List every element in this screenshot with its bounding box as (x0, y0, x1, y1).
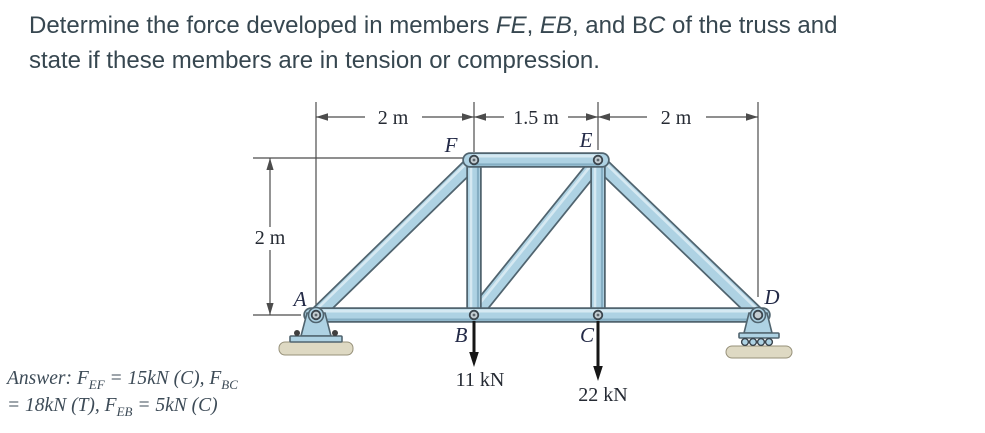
member-top-chord-fe (462, 152, 610, 168)
truss-members (303, 152, 771, 323)
dim-arrow-icon (746, 113, 758, 121)
load-at-c: 22 kN (578, 321, 628, 406)
dim-label-top-left: 2 m (378, 107, 409, 129)
joint-label-d: D (763, 285, 779, 309)
answer-subscript: EF (88, 376, 105, 392)
roller-icon (748, 337, 758, 347)
down-arrow-icon (469, 352, 479, 367)
answer-subscript: BC (221, 376, 238, 392)
load-label-b: 11 kN (456, 369, 505, 391)
q-text-4: of the truss and (665, 12, 838, 39)
dim-label-height: 2 m (255, 227, 286, 249)
ground-pad (278, 341, 354, 356)
member-name-c: C (648, 12, 666, 39)
member-be (466, 153, 606, 323)
q-text-3: , and (571, 12, 632, 39)
down-arrow-icon (593, 366, 603, 381)
support-base-plate (738, 332, 780, 339)
answer-line1: Answer: FEF = 15kN (C), FBC (7, 365, 238, 392)
ground-pad (725, 345, 793, 359)
problem-statement-line2: state if these members are in tension or… (29, 47, 600, 74)
member-ed (590, 153, 766, 323)
answer-line2: = 18kN (T), FEB = 5kN (C) (7, 392, 238, 419)
q-text-2: , (526, 12, 540, 39)
joint-label-f: F (444, 133, 458, 157)
dim-arrow-icon (462, 113, 474, 121)
support-base-plate (289, 335, 343, 343)
answer-subscript: EB (116, 403, 133, 419)
load-at-b: 11 kN (456, 321, 505, 391)
joint-label-a: A (292, 287, 307, 311)
dim-arrow-icon (266, 303, 274, 315)
member-bottom-chord-ad (303, 307, 771, 323)
q-text-1: Determine the force developed in members (29, 12, 496, 39)
answer-part: Answer: F (7, 368, 89, 389)
joint-pins (310, 154, 764, 321)
joint-label-b: B (455, 323, 468, 347)
joint-label-e: E (579, 128, 593, 152)
dim-arrow-icon (598, 113, 610, 121)
member-ec (590, 154, 606, 321)
pin-icon-d (752, 309, 764, 321)
roller-support-d (725, 306, 793, 359)
bolt-icon (332, 330, 338, 336)
joint-labels: A B C D E F (292, 128, 780, 347)
answer-part: = 15kN (C), F (104, 368, 222, 389)
dim-label-top-right: 2 m (661, 107, 692, 129)
dim-arrow-icon (316, 113, 328, 121)
load-label-c: 22 kN (578, 384, 627, 406)
member-name-fe: FE (495, 12, 527, 39)
member-name-b: B (631, 12, 648, 39)
member-fb (466, 154, 482, 321)
roller-icon (764, 337, 774, 347)
bolt-icon (294, 330, 300, 336)
joint-label-c: C (580, 323, 595, 347)
dim-arrow-icon (586, 113, 598, 121)
problem-statement-line1: Determine the force developed in members… (29, 8, 837, 43)
member-af (308, 153, 482, 323)
pin-support-a (278, 306, 354, 356)
answer-text: Answer: FEF = 15kN (C), FBC = 18kN (T), … (7, 365, 238, 419)
roller-icon (740, 337, 750, 347)
dim-arrow-icon (474, 113, 486, 121)
dimension-lines: 2 m 1.5 m 2 m 2 m (247, 102, 759, 316)
roller-icon (756, 337, 766, 347)
answer-part: = 5kN (C) (132, 395, 218, 416)
member-name-eb: EB (539, 12, 572, 39)
dim-arrow-icon (266, 158, 274, 170)
problem-statement: Determine the force developed in members… (29, 8, 837, 78)
dim-label-top-mid: 1.5 m (513, 107, 559, 129)
answer-part: = 18kN (T), F (7, 395, 117, 416)
